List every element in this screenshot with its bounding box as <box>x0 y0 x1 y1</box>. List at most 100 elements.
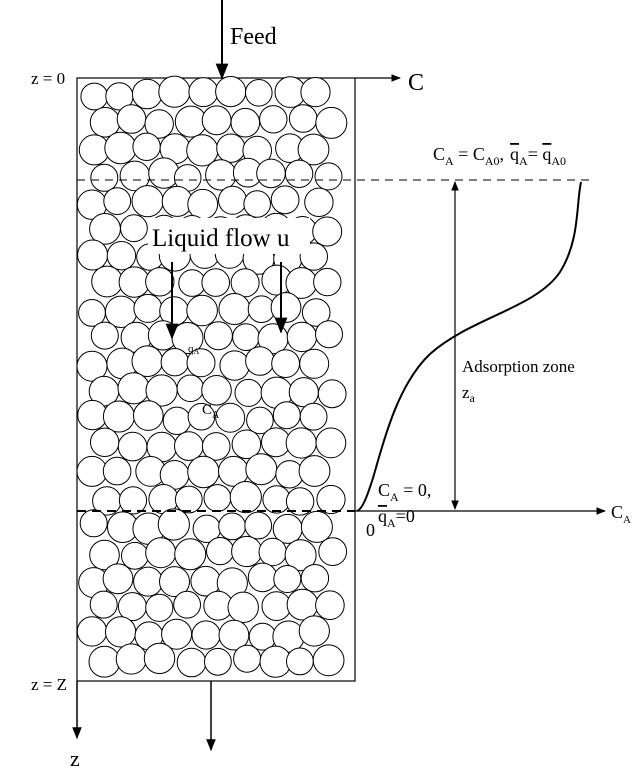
particle <box>191 620 221 650</box>
particle <box>145 537 177 569</box>
particle <box>313 267 342 297</box>
particle <box>144 109 174 139</box>
particle <box>103 187 132 216</box>
particle <box>285 427 317 459</box>
liquid-flow-label: Liquid flow u <box>152 225 290 252</box>
particle <box>176 374 205 403</box>
particle <box>300 77 331 108</box>
particle <box>206 537 235 566</box>
particle <box>176 647 207 678</box>
particle <box>245 346 275 376</box>
z-axis-label: z <box>70 746 80 771</box>
particle <box>246 406 274 435</box>
particle <box>300 564 330 593</box>
particle <box>117 372 150 405</box>
particle <box>286 647 314 676</box>
particle <box>89 539 120 571</box>
adsorption-zone-title: Adsorption zone <box>462 357 575 376</box>
particle <box>218 512 247 541</box>
particle <box>117 592 147 622</box>
particle <box>143 642 176 675</box>
particle <box>270 292 302 323</box>
particle <box>201 105 232 136</box>
ca-label: CA <box>202 402 220 421</box>
particle <box>77 239 109 271</box>
particle <box>234 378 263 407</box>
particle <box>298 455 331 487</box>
particle <box>118 486 148 515</box>
particle <box>174 485 203 514</box>
particle <box>286 588 319 621</box>
particle <box>132 132 161 162</box>
particle <box>102 563 134 595</box>
particle <box>186 294 218 327</box>
feed-label: Feed <box>230 24 277 50</box>
particle <box>284 539 317 572</box>
liquid-flow-label-bg <box>148 218 310 254</box>
particle <box>315 590 345 621</box>
particle <box>216 133 246 163</box>
particle <box>312 644 345 677</box>
particle <box>215 76 247 108</box>
particle <box>300 510 333 543</box>
particle <box>299 348 330 379</box>
particle <box>205 159 237 191</box>
particle <box>131 78 163 110</box>
particle <box>243 190 272 218</box>
z-top-label: z = 0 <box>31 69 65 88</box>
particle <box>145 593 174 622</box>
particle <box>90 163 119 192</box>
particle <box>117 431 148 462</box>
c-axis-label: C <box>408 70 424 96</box>
particle <box>116 104 147 134</box>
qa-label: qA <box>188 343 200 356</box>
particle <box>90 321 119 350</box>
particle <box>102 400 135 433</box>
particle <box>174 431 204 461</box>
particle <box>89 590 118 619</box>
particle <box>230 107 261 138</box>
particle <box>76 616 108 647</box>
particle <box>118 266 151 298</box>
particle <box>218 293 251 325</box>
particle <box>316 484 346 515</box>
particle <box>227 591 259 623</box>
particle <box>258 537 287 567</box>
particle <box>133 566 164 597</box>
bottom-condition-line2: qA=0 <box>378 506 415 530</box>
particle <box>218 185 247 215</box>
z-bottom-label: z = Z <box>31 675 67 694</box>
particle <box>160 348 190 377</box>
particle <box>76 455 108 487</box>
particle <box>271 349 301 379</box>
particle <box>203 321 233 351</box>
particle <box>232 323 260 352</box>
particle <box>201 268 230 297</box>
particle <box>215 402 246 433</box>
particle <box>244 79 273 107</box>
particle <box>288 104 318 133</box>
particle <box>245 453 278 486</box>
particle <box>159 566 190 598</box>
particle <box>219 350 250 381</box>
particle <box>312 216 343 247</box>
particle <box>229 481 262 514</box>
particle <box>299 402 328 431</box>
origin-label: 0 <box>366 520 375 540</box>
particle <box>297 133 330 166</box>
particle <box>284 159 314 189</box>
ca-axis-label: CA <box>611 502 631 526</box>
particle <box>270 185 300 215</box>
particle <box>233 644 262 673</box>
particle <box>231 535 263 568</box>
particle <box>201 375 232 406</box>
particle <box>79 509 108 538</box>
particle <box>91 265 123 298</box>
particle <box>162 406 192 435</box>
particle <box>256 158 286 189</box>
particle <box>315 106 348 139</box>
particle <box>301 298 331 327</box>
particle <box>174 538 207 571</box>
particle <box>201 432 231 461</box>
